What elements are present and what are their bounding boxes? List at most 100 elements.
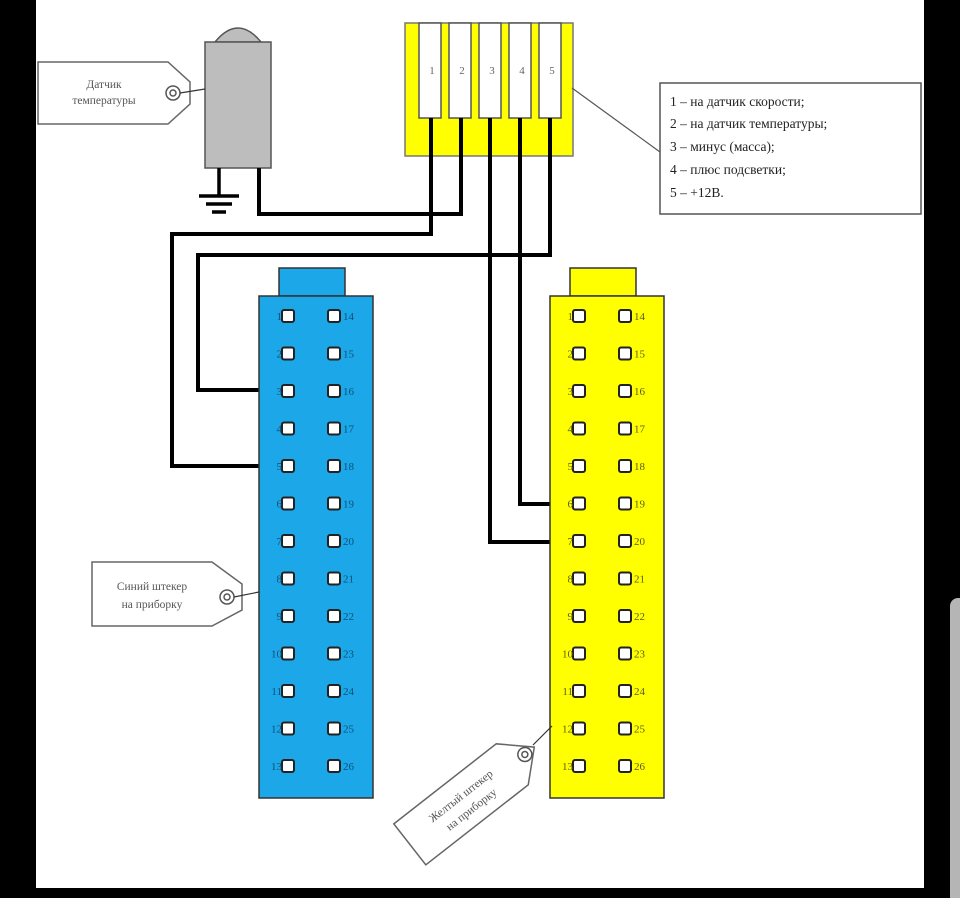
pin-socket xyxy=(327,309,341,323)
pin-20: 20 xyxy=(618,534,646,548)
legend-line-1: 1 – на датчик скорости; xyxy=(670,94,805,109)
temp-tag-line-2: температуры xyxy=(72,95,136,107)
pin-socket xyxy=(572,309,586,323)
pin-18: 18 xyxy=(327,459,355,473)
pin-socket xyxy=(327,609,341,623)
scrollbar[interactable] xyxy=(950,598,960,898)
pin-socket xyxy=(327,534,341,548)
pin-socket xyxy=(572,496,586,511)
pin-socket xyxy=(327,571,341,586)
sensor-dome xyxy=(213,27,263,43)
pin-label: 11 xyxy=(271,686,282,698)
pin-label: 17 xyxy=(634,424,646,436)
pin-label: 18 xyxy=(343,461,355,473)
pin-12: 12 xyxy=(271,721,295,736)
pin-socket xyxy=(327,496,341,511)
pin-6: 6 xyxy=(277,496,295,511)
pin-14: 14 xyxy=(618,309,646,323)
pin-10: 10 xyxy=(271,646,295,661)
blue-connector: 1234567891011121314151617181920212223242… xyxy=(258,267,374,799)
pin-socket xyxy=(281,646,295,661)
pin-23: 23 xyxy=(618,646,646,661)
pin-socket xyxy=(327,421,341,436)
pin-label: 22 xyxy=(343,611,354,623)
pin-11: 11 xyxy=(271,684,295,698)
pin-14: 14 xyxy=(327,309,355,323)
pin-26: 26 xyxy=(327,759,355,773)
pin-16: 16 xyxy=(618,384,646,398)
pin-label: 26 xyxy=(343,761,355,773)
pin-socket xyxy=(618,309,632,323)
connector-latch xyxy=(569,267,637,297)
pin-label: 12 xyxy=(271,724,282,736)
pin-label: 4 xyxy=(277,424,283,436)
legend-line-2: 2 – на датчик температуры; xyxy=(670,116,827,131)
pin-label: 9 xyxy=(568,611,574,623)
pin-label: 7 xyxy=(277,536,283,548)
pin-3: 3 xyxy=(277,384,295,398)
pin-21: 21 xyxy=(327,571,354,586)
pin-label: 24 xyxy=(634,686,646,698)
pin-label: 1 xyxy=(277,311,283,323)
pin-socket xyxy=(327,384,341,398)
pin-13: 13 xyxy=(562,759,586,773)
terminal-number: 3 xyxy=(489,65,495,77)
pin-socket xyxy=(572,646,586,661)
pin-label: 23 xyxy=(634,649,646,661)
pin-11: 11 xyxy=(562,684,586,698)
pin-label: 9 xyxy=(277,611,283,623)
blue-connector-tag: Синий штекер на приборку xyxy=(91,561,260,627)
pin-25: 25 xyxy=(618,721,646,736)
pin-socket xyxy=(572,759,586,773)
pin-socket xyxy=(281,384,295,398)
terminal-1: 1 xyxy=(418,22,442,119)
connector-body xyxy=(258,295,374,799)
pin-label: 13 xyxy=(562,761,574,773)
pin-label: 8 xyxy=(277,574,283,586)
ground-icon xyxy=(199,168,239,214)
pin-socket xyxy=(618,759,632,773)
pin-13: 13 xyxy=(271,759,295,773)
pin-socket xyxy=(281,459,295,473)
pin-socket xyxy=(281,721,295,736)
pin-socket xyxy=(572,421,586,436)
pin-label: 14 xyxy=(343,311,355,323)
pin-label: 4 xyxy=(568,424,574,436)
pin-label: 5 xyxy=(568,461,574,473)
pin-socket xyxy=(281,571,295,586)
pin-label: 3 xyxy=(277,386,283,398)
temp-tag-line-1: Датчик xyxy=(86,79,122,91)
pin-label: 10 xyxy=(562,649,574,661)
legend-line-4: 4 – плюс подсветки; xyxy=(670,162,786,177)
pin-15: 15 xyxy=(327,346,355,361)
pin-socket xyxy=(327,721,341,736)
pin-17: 17 xyxy=(618,421,646,436)
pin-label: 20 xyxy=(634,536,646,548)
pin-1: 1 xyxy=(568,309,586,323)
pin-8: 8 xyxy=(277,571,295,586)
pin-socket xyxy=(618,421,632,436)
pin-9: 9 xyxy=(277,609,295,623)
pin-socket xyxy=(572,346,586,361)
wire-terminal-1-to-blue-pin-5 xyxy=(170,118,433,468)
pin-socket xyxy=(618,346,632,361)
pin-20: 20 xyxy=(327,534,355,548)
pin-label: 1 xyxy=(568,311,574,323)
pin-15: 15 xyxy=(618,346,646,361)
pin-socket xyxy=(281,609,295,623)
tag-ring-icon xyxy=(517,746,533,763)
pin-label: 21 xyxy=(634,574,645,586)
pin-socket xyxy=(618,721,632,736)
pin-3: 3 xyxy=(568,384,586,398)
pin-socket xyxy=(281,496,295,511)
pin-label: 6 xyxy=(568,499,574,511)
pin-label: 15 xyxy=(634,349,646,361)
pin-socket xyxy=(327,346,341,361)
blue-tag-line-1: Синий штекер xyxy=(117,581,188,593)
pin-socket xyxy=(281,534,295,548)
connector-latch xyxy=(278,267,346,297)
pin-socket xyxy=(618,534,632,548)
pin-label: 3 xyxy=(568,386,574,398)
pin-6: 6 xyxy=(568,496,586,511)
pin-socket xyxy=(572,459,586,473)
